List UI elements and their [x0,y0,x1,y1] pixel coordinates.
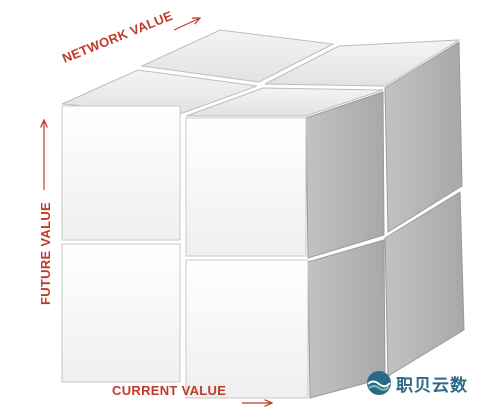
block-front-bottom-left [61,243,181,383]
side-face-front-top [305,91,385,259]
top-face-front-right [185,87,384,117]
watermark: 职贝云数 [366,370,468,396]
wave-logo-icon [367,371,391,395]
top-face-back-right [264,39,461,87]
block-back-top-right [384,41,463,233]
block-front-top-left [61,105,181,241]
block-front-top-right [185,117,307,257]
current-value-label: CURRENT VALUE [112,383,227,398]
network-arrow [173,18,200,31]
block-front-bottom-right [185,259,309,399]
future-value-label: FUTURE VALUE [38,201,53,305]
watermark-text: 职贝云数 [396,375,468,396]
top-face-back-left [140,29,335,83]
block-back-bottom-right [384,191,465,377]
